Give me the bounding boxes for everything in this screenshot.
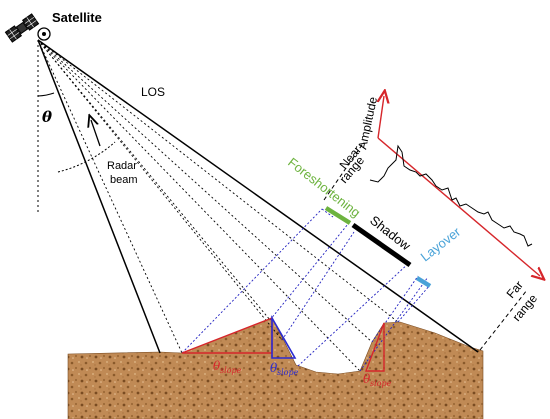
theta-arc (37, 92, 55, 97)
theta-slope-label-1: θ slope (213, 359, 242, 375)
range-axis (377, 137, 540, 276)
satellite-icon (4, 13, 40, 43)
satellite-label: Satellite (52, 10, 102, 25)
svg-text:slope: slope (220, 366, 242, 375)
svg-text:slope: slope (277, 368, 299, 377)
theta-label: θ (42, 108, 52, 126)
los-line (37, 39, 479, 353)
layover-segment (415, 276, 432, 288)
radar-beam-label-1: Radar (107, 160, 137, 172)
svg-text:slope: slope (370, 379, 392, 388)
radar-beam-label-2: beam (110, 174, 138, 186)
slope-triangle-2 (271, 315, 297, 359)
slope-triangle-3 (364, 322, 385, 372)
amplitude-signal (369, 144, 533, 247)
theta-slope-label-3: θ slope (363, 372, 392, 388)
far-range-guide (479, 289, 528, 351)
shadow-segment (351, 222, 412, 268)
theta-slope-label-2: θ slope (270, 361, 299, 377)
near-range-guide (323, 141, 365, 201)
projection-lines (181, 208, 431, 372)
satellite-direction-icon (37, 27, 51, 41)
svg-text:θ: θ (213, 359, 221, 373)
svg-text:θ: θ (363, 372, 371, 386)
amplitude-axis (378, 96, 384, 139)
radar-beam-arrow (91, 120, 101, 147)
beam-near-edge (37, 39, 161, 354)
radar-beam-arc (57, 141, 116, 173)
los-label: LOS (141, 85, 165, 99)
shadow-label: Shadow (367, 213, 414, 254)
svg-text:θ: θ (270, 361, 278, 375)
amplitude-label: Amplitude (355, 95, 380, 150)
radar-beam-rays (37, 39, 399, 372)
layover-label: Layover (418, 224, 464, 265)
far-range-label-1: Far (504, 278, 526, 301)
foreshortening-segment (324, 206, 352, 225)
